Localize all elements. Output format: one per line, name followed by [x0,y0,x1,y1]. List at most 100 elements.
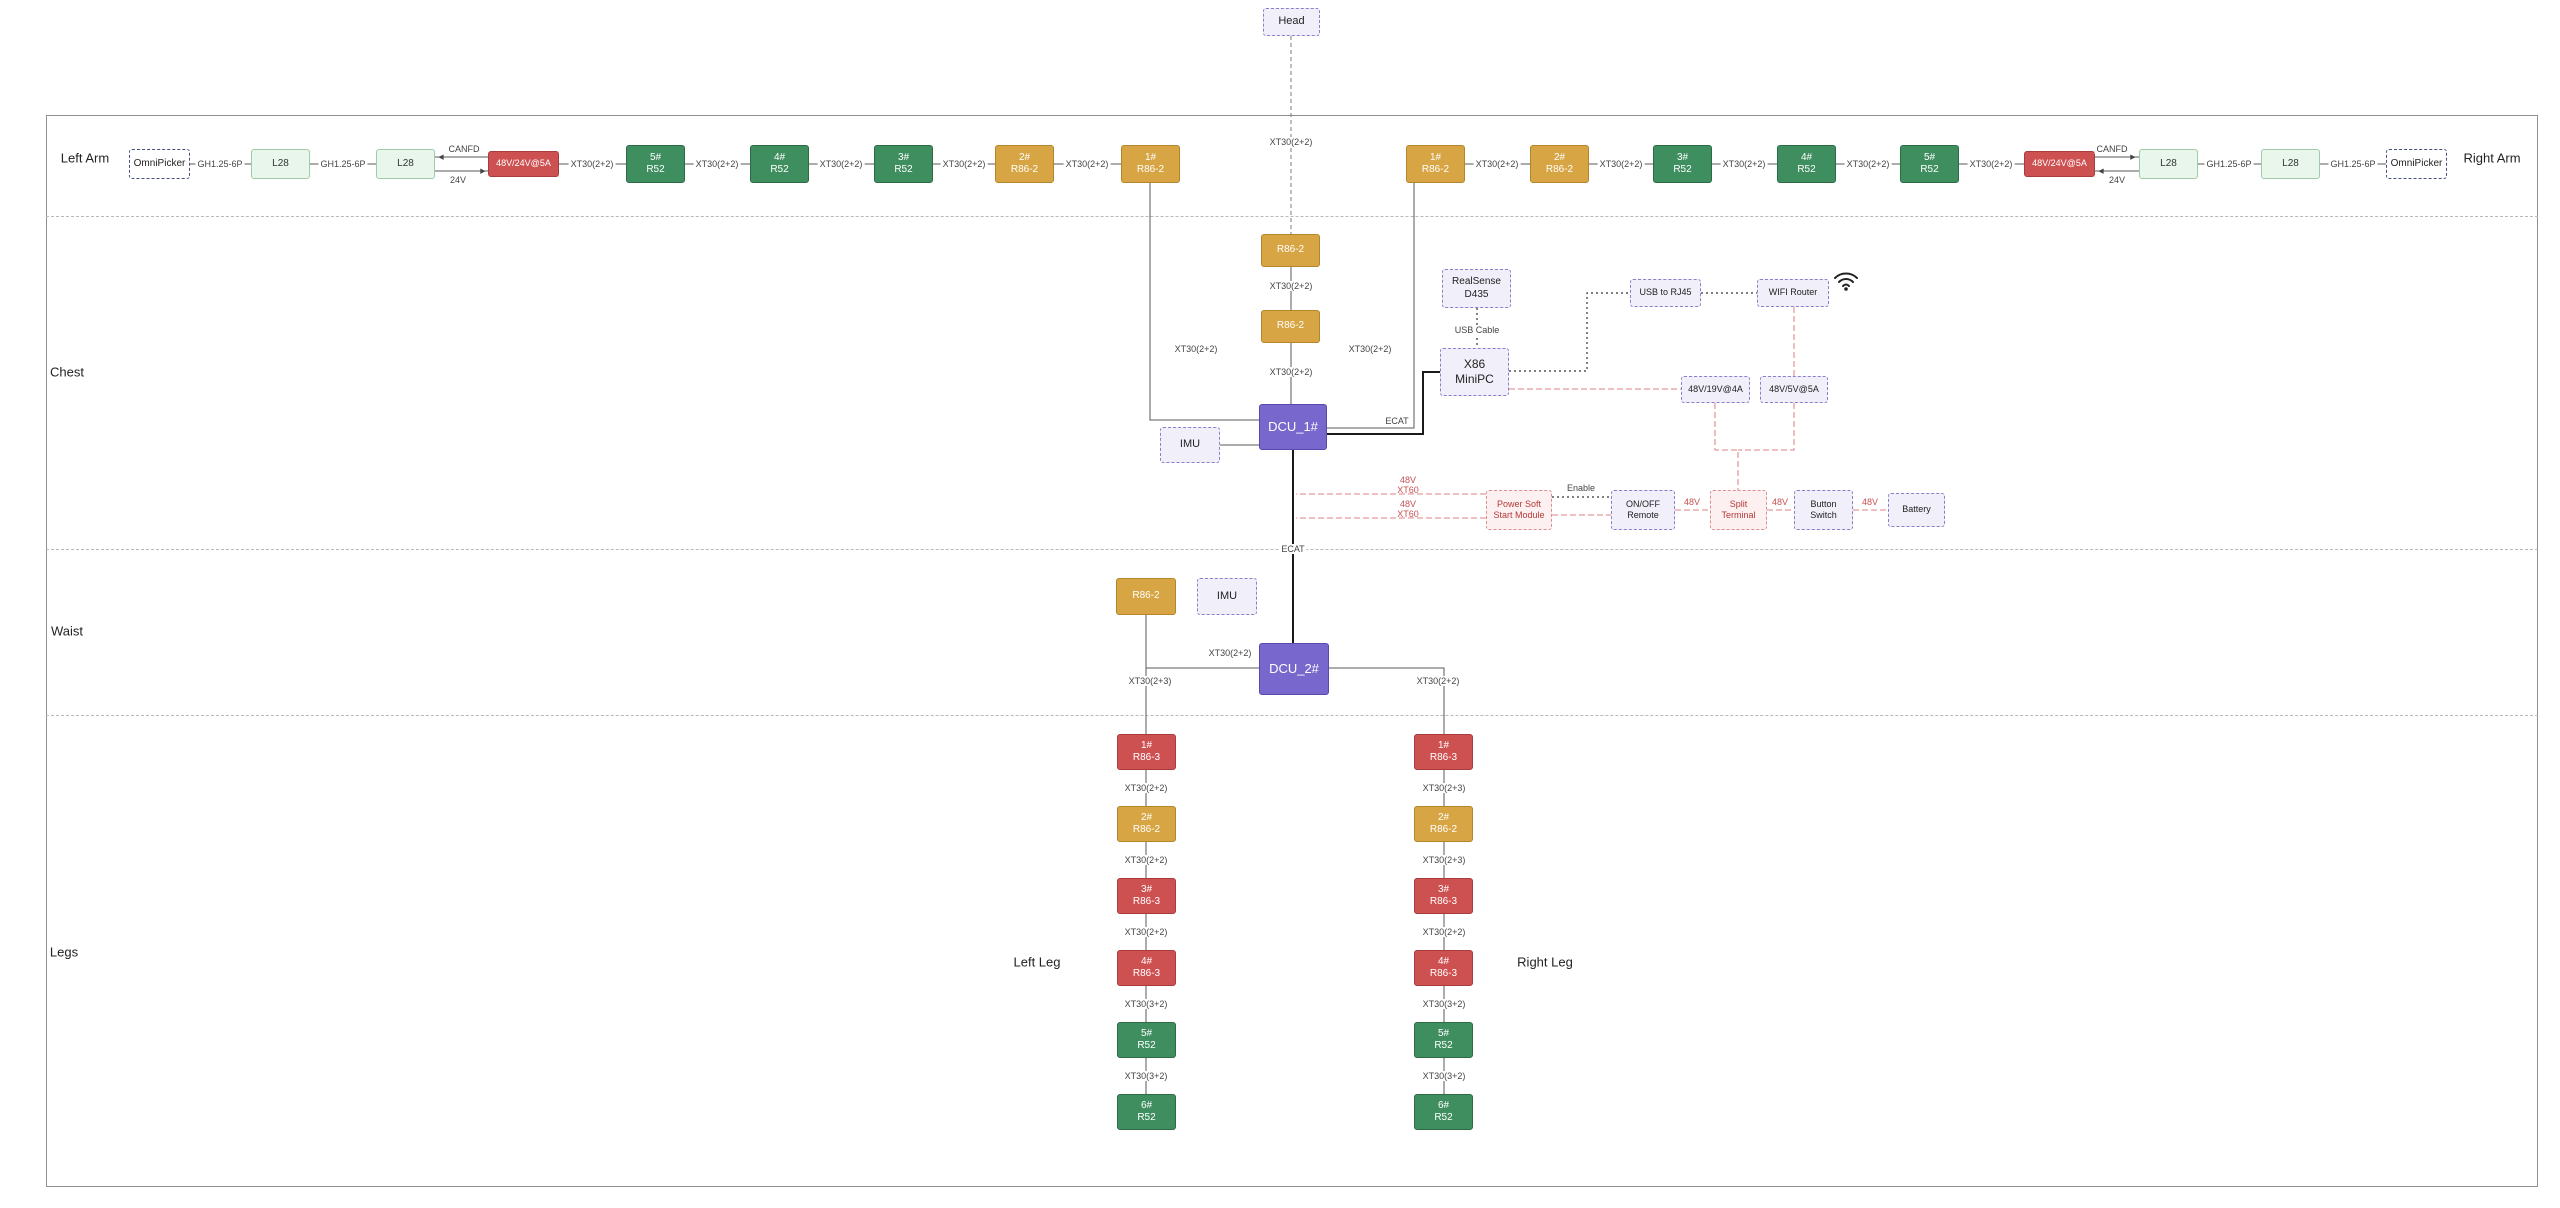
converter-48v-19v-label: 48V/19V@4A [1688,383,1743,394]
connector-label: XT30(2+2) [1172,344,1220,354]
right-arm-motor-2: 2#R86-2 [1530,145,1589,183]
connector-label: GH1.25-6P [318,159,368,169]
chest-motor-lower-label: R86-2 [1276,320,1305,332]
left-leg-motor-5-label: R52 [1137,1040,1156,1051]
connector-label: ECAT [1383,416,1411,426]
connector-label: ECAT [1279,544,1307,554]
connector-label: ◀ [438,154,444,161]
left-arm-motor-2-label: R86-2 [1010,164,1039,175]
right-leg-motor-3-label: R86-3 [1429,896,1458,907]
left-leg-motor-3: 3#R86-3 [1117,878,1176,914]
connector-label: XT30(2+2) [1597,159,1645,169]
battery: Battery [1888,493,1945,527]
right-leg-motor-2-label: 2# [1437,811,1450,823]
connector-line [1149,183,1259,421]
omnipicker-left: OmniPicker [129,149,190,179]
connector-label: 48V [1683,497,1701,507]
section-label-chest: Chest [50,364,84,380]
connector-label: XT30(3+2) [1420,999,1468,1009]
right-leg-motor-5-label: R52 [1434,1040,1453,1051]
power-soft-start-module-label: Start Module [1493,510,1545,520]
section-label-legs: Legs [49,944,79,960]
section-label-left-leg: Left Leg [1013,954,1061,970]
chest-motor-lower: R86-2 [1261,310,1320,343]
connector-label: 48V [1771,497,1789,507]
dcu-1-label: DCU_1# [1268,418,1318,434]
power-soft-start-module-label: Power Soft [1496,498,1542,509]
right-leg-motor-2-label: R86-2 [1429,824,1458,835]
right-leg-motor-1: 1#R86-3 [1414,734,1473,770]
connector-label: XT30(2+2) [1267,281,1315,291]
button-switch-label: Switch [1810,510,1837,520]
right-leg-motor-3-label: 3# [1437,883,1450,895]
right-arm-motor-5-label: 5# [1923,151,1936,163]
left-leg-motor-3-label: R86-3 [1132,896,1161,907]
right-arm-motor-4-label: R52 [1797,164,1816,175]
left-arm-motor-3-label: R52 [894,164,913,175]
converter-48v-5v: 48V/5V@5A [1760,376,1828,403]
left-leg-motor-6-label: R52 [1137,1112,1156,1123]
battery-label: Battery [1902,504,1931,515]
omnipicker-left-label: OmniPicker [133,157,186,169]
right-arm-motor-4: 4#R52 [1777,145,1836,183]
x86-minipc-label: X86 [1463,357,1486,371]
wifi-router-label: WIFI Router [1768,287,1818,298]
dcu-2-label: DCU_2# [1269,660,1319,676]
connector-label: XT30(2+2) [940,159,988,169]
l28-left-outer: L28 [251,149,310,179]
connector-label: XT30(2+2) [1267,137,1315,147]
split-terminal-label: Terminal [1721,510,1756,520]
section-label-right-leg: Right Leg [1517,954,1573,970]
connector-line [1145,615,1259,669]
connector-label: XT30(2+2) [1206,648,1254,658]
psu-right-48v-24v-label: 48V/24V@5A [2032,158,2087,169]
connector-label: GH1.25-6P [195,159,245,169]
connector-label: XT30(2+2) [1346,344,1394,354]
left-arm-motor-5: 5#R52 [626,145,685,183]
converter-48v-5v-label: 48V/5V@5A [1769,383,1819,394]
connector-label: XT30(2+2) [1122,927,1170,937]
diagram-frame [46,115,2538,1187]
connector-label: XT30(2+3) [1420,855,1468,865]
left-arm-motor-1: 1#R86-2 [1121,145,1180,183]
omnipicker-right: OmniPicker [2386,149,2447,179]
section-label-right-arm: Right Arm [2463,150,2521,166]
connector-line [1738,403,1795,451]
connector-label: XT30(3+2) [1122,999,1170,1009]
right-leg-motor-6: 6#R52 [1414,1094,1473,1130]
right-arm-motor-2-label: R86-2 [1545,164,1574,175]
connector-label: 48V [1861,497,1879,507]
l28-left-inner: L28 [376,149,435,179]
left-arm-motor-5-label: 5# [649,151,662,163]
usb-to-rj45-label: USB to RJ45 [1639,287,1692,298]
connector-label: XT30(3+2) [1420,1071,1468,1081]
right-leg-motor-5: 5#R52 [1414,1022,1473,1058]
l28-left-outer-label: L28 [272,157,289,169]
realsense-d435-label: D435 [1464,288,1489,300]
left-arm-motor-4-label: R52 [770,164,789,175]
connector-label: ▶ [480,168,486,175]
connector-label: XT30(2+2) [1063,159,1111,169]
converter-48v-19v: 48V/19V@4A [1681,376,1750,403]
right-leg-motor-4-label: 4# [1437,955,1450,967]
row-divider-arms-chest [46,216,2538,217]
head: Head [1263,8,1320,36]
connector-label: CANFD [2094,144,2130,154]
left-arm-motor-1-label: 1# [1144,151,1157,163]
left-leg-motor-3-label: 3# [1140,883,1153,895]
onoff-remote-label: Remote [1627,510,1659,520]
connector-line [1145,667,1259,734]
connector-label: XT30(2+3) [1420,783,1468,793]
right-leg-motor-4-label: R86-3 [1429,968,1458,979]
onoff-remote-label: ON/OFF [1626,498,1660,509]
left-leg-motor-2: 2#R86-2 [1117,806,1176,842]
l28-right-outer-label: L28 [2282,157,2299,169]
right-leg-motor-1-label: R86-3 [1429,752,1458,763]
imu-chest-label: IMU [1179,438,1201,451]
split-terminal-label: Split [1729,498,1748,509]
